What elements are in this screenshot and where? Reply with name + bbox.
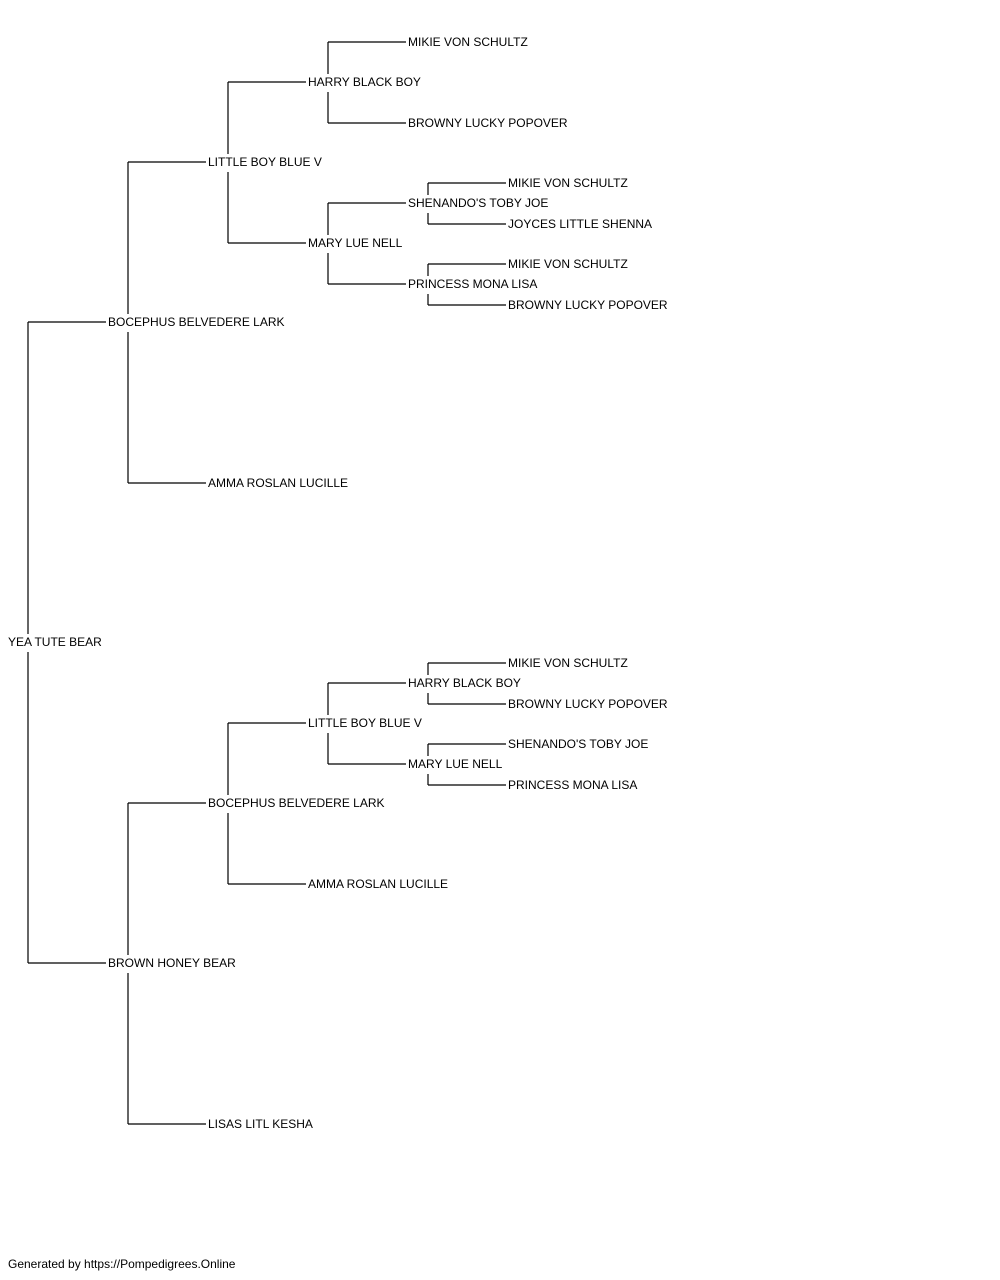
pedigree-node-joyces-little-shenna: JOYCES LITTLE SHENNA: [508, 217, 652, 231]
pedigree-node-princess-mona-lisa: PRINCESS MONA LISA: [408, 277, 537, 291]
pedigree-node-bocephus-belvedere-lark: BOCEPHUS BELVEDERE LARK: [208, 796, 385, 810]
pedigree-node-shenando-s-toby-joe: SHENANDO'S TOBY JOE: [408, 196, 548, 210]
footer-credit: Generated by https://Pompedigrees.Online: [8, 1257, 236, 1271]
pedigree-node-yea-tute-bear: YEA TUTE BEAR: [8, 635, 102, 649]
pedigree-node-mikie-von-schultz: MIKIE VON SCHULTZ: [408, 35, 528, 49]
pedigree-node-lisas-litl-kesha: LISAS LITL KESHA: [208, 1117, 313, 1131]
pedigree-node-brown-honey-bear: BROWN HONEY BEAR: [108, 956, 236, 970]
pedigree-node-little-boy-blue-v: LITTLE BOY BLUE V: [208, 155, 322, 169]
pedigree-node-mikie-von-schultz: MIKIE VON SCHULTZ: [508, 176, 628, 190]
pedigree-node-amma-roslan-lucille: AMMA ROSLAN LUCILLE: [208, 476, 348, 490]
pedigree-node-harry-black-boy: HARRY BLACK BOY: [408, 676, 521, 690]
pedigree-node-bocephus-belvedere-lark: BOCEPHUS BELVEDERE LARK: [108, 315, 285, 329]
pedigree-node-princess-mona-lisa: PRINCESS MONA LISA: [508, 778, 637, 792]
pedigree-node-browny-lucky-popover: BROWNY LUCKY POPOVER: [408, 116, 568, 130]
pedigree-chart: YEA TUTE BEAR BOCEPHUS BELVEDERE LARK LITT…: [8, 35, 668, 1131]
pedigree-node-amma-roslan-lucille: AMMA ROSLAN LUCILLE: [308, 877, 448, 891]
pedigree-node-mary-lue-nell: MARY LUE NELL: [408, 757, 503, 771]
pedigree-node-browny-lucky-popover: BROWNY LUCKY POPOVER: [508, 298, 668, 312]
pedigree-node-shenando-s-toby-joe: SHENANDO'S TOBY JOE: [508, 737, 648, 751]
pedigree-node-mikie-von-schultz: MIKIE VON SCHULTZ: [508, 656, 628, 670]
pedigree-node-mikie-von-schultz: MIKIE VON SCHULTZ: [508, 257, 628, 271]
pedigree-node-mary-lue-nell: MARY LUE NELL: [308, 236, 403, 250]
pedigree-node-browny-lucky-popover: BROWNY LUCKY POPOVER: [508, 697, 668, 711]
pedigree-node-little-boy-blue-v: LITTLE BOY BLUE V: [308, 716, 422, 730]
pedigree-node-harry-black-boy: HARRY BLACK BOY: [308, 75, 421, 89]
